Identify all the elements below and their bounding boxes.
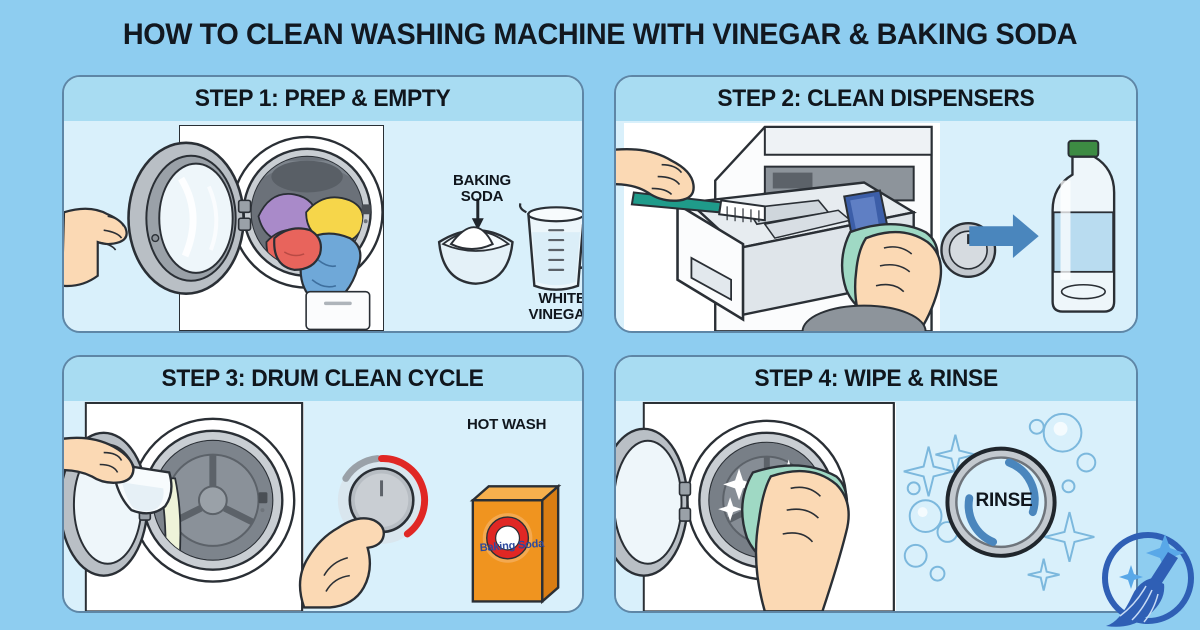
step-4-body: RINSE [616,401,1136,611]
step-4-header: STEP 4: WIPE & RINSE [616,357,1136,401]
rinse-label: RINSE [975,490,1033,511]
broom-sparkle-logo [1102,532,1194,627]
step-1-panel: STEP 1: PREP & EMPTY [62,75,584,333]
step-3-illustration [64,401,562,611]
step-1-title: STEP 1: PREP & EMPTY [195,85,451,112]
step-3-panel: STEP 3: DRUM CLEAN CYCLE [62,355,584,613]
step-3-title: STEP 3: DRUM CLEAN CYCLE [161,365,485,392]
step-1-illustration [64,135,582,331]
step-2-title: STEP 2: CLEAN DISPENSERS [717,85,1035,112]
step-3-header: STEP 3: DRUM CLEAN CYCLE [64,357,582,401]
step-3-body: HOT WASH Baking Soda [64,401,582,611]
baking-soda-label: BAKING SODA [453,172,511,206]
step-4-panel: STEP 4: WIPE & RINSE [614,355,1138,613]
step-1-body: BAKING SODA WHITE VINEGAR [64,121,584,331]
step-4-title: STEP 4: WIPE & RINSE [754,365,998,392]
step-4-illustration [616,401,1097,611]
page-title: HOW TO CLEAN WASHING MACHINE WITH VINEGA… [122,18,1078,51]
step-2-header: STEP 2: CLEAN DISPENSERS [616,77,1136,121]
step-2-panel: STEP 2: CLEAN DISPENSERS [614,75,1138,333]
white-vinegar-label: WHITE VINEGAR [528,290,584,324]
step-1-header: STEP 1: PREP & EMPTY [64,77,582,121]
step-2-illustration [616,125,1116,331]
hot-wash-label: HOT WASH [467,416,547,433]
step-2-body: VINEGAR SOLUTION [616,121,1136,331]
